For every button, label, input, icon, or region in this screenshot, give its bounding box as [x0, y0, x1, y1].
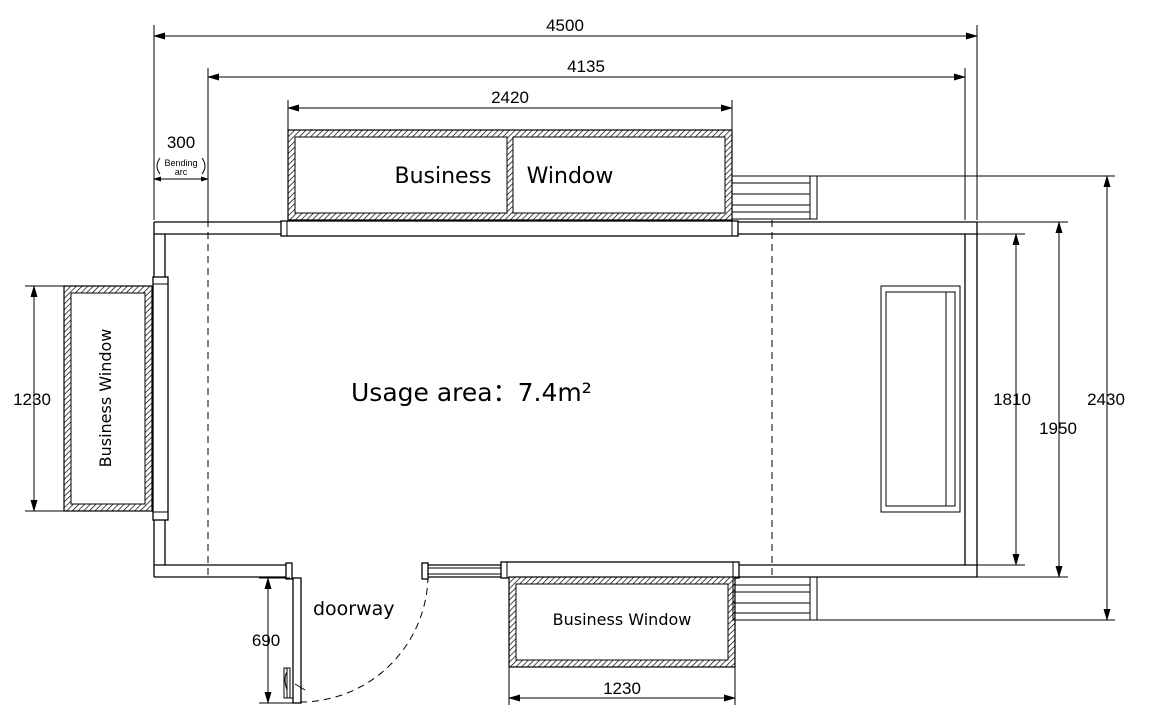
top-window: Business Window	[280, 129, 818, 237]
usage-area-label: Usage area：7.4m²	[351, 378, 592, 407]
top-window-label-left: Business	[394, 164, 491, 189]
left-window: Business Window	[63, 276, 169, 521]
bottom-window: Business Window	[428, 561, 818, 668]
bend-lines	[207, 220, 773, 580]
dim-overall-height-text: 2430	[1087, 390, 1125, 409]
door-handle-icon	[284, 668, 293, 699]
bend-note-line2: arc	[175, 167, 188, 177]
dim-bend-offset: 300 Bending arc	[153, 133, 209, 182]
dim-door-width: 690	[252, 577, 300, 704]
dim-bottom-window-width-text: 1230	[603, 679, 641, 698]
doorway-label: doorway	[313, 598, 395, 620]
dim-top-window-width: 2420	[287, 88, 733, 130]
dim-bottom-window-width: 1230	[508, 667, 736, 705]
dim-overall-width: 4500	[153, 16, 978, 220]
dim-wall-height-text: 1950	[1039, 419, 1077, 438]
top-window-label-right: Window	[527, 164, 614, 189]
left-window-label: Business Window	[96, 329, 115, 468]
dim-overall-height: 2430	[817, 175, 1125, 621]
dim-door-width-text: 690	[252, 631, 280, 650]
dim-left-window-height: 1230	[13, 285, 64, 512]
bottom-window-label: Business Window	[553, 610, 692, 629]
door: doorway	[283, 577, 429, 704]
dim-inner-width-text: 4135	[567, 57, 605, 76]
dim-inner-height: 1810	[977, 233, 1031, 566]
right-cabinet	[880, 285, 961, 513]
dim-wall-height: 1950	[977, 221, 1077, 578]
dim-overall-width-text: 4500	[546, 16, 584, 35]
dim-inner-height-text: 1810	[993, 390, 1031, 409]
dim-inner-width: 4135	[207, 57, 966, 220]
bend-note-line1: Bending	[164, 158, 197, 168]
dim-top-window-width-text: 2420	[491, 88, 529, 107]
dim-bend-offset-text: 300	[167, 133, 195, 152]
dim-left-window-height-text: 1230	[13, 390, 51, 409]
